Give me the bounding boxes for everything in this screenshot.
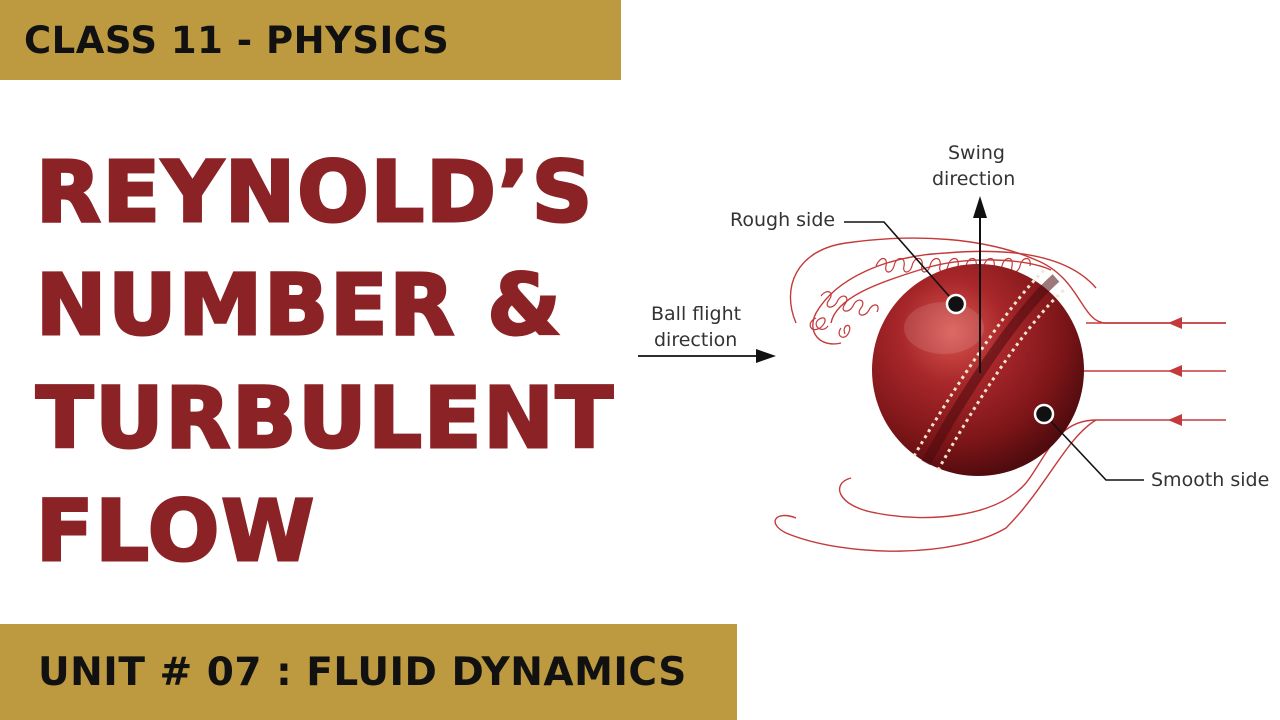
unit-label: UNIT # 07 : FLUID DYNAMICS	[38, 649, 687, 695]
swing-label-line2: direction	[932, 168, 1016, 190]
ball-flight-arrow	[638, 349, 776, 363]
diagram-canvas	[638, 196, 1226, 552]
unit-banner: UNIT # 07 : FLUID DYNAMICS	[0, 624, 737, 720]
title-line-1: REYNOLD’S	[35, 142, 595, 243]
ball-flight-label-line2: direction	[654, 329, 738, 351]
rough-side-label: Rough side	[730, 209, 836, 231]
class-label: CLASS 11 - PHYSICS	[24, 18, 450, 62]
flow-arrowheads	[1168, 317, 1182, 426]
smooth-side-label: Smooth side	[1151, 469, 1270, 491]
smooth-side-pointer	[1033, 403, 1144, 481]
cricket-ball-swing-diagram: Swing direction Rough side Ball flight d…	[626, 138, 1280, 588]
swing-direction-arrow	[973, 196, 987, 373]
cricket-ball	[872, 264, 1084, 476]
title-line-4: FLOW	[35, 481, 316, 582]
swing-label-line1: Swing	[948, 142, 1005, 164]
page-title: REYNOLD’S NUMBER & TURBULENT FLOW	[35, 136, 626, 588]
turbulence-curls	[809, 257, 1031, 338]
rough-side-pointer	[844, 221, 967, 315]
class-banner: CLASS 11 - PHYSICS	[0, 0, 621, 80]
title-line-3: TURBULENT	[35, 368, 615, 469]
title-line-2: NUMBER &	[35, 255, 563, 356]
ball-flight-label-line1: Ball flight	[651, 303, 742, 325]
